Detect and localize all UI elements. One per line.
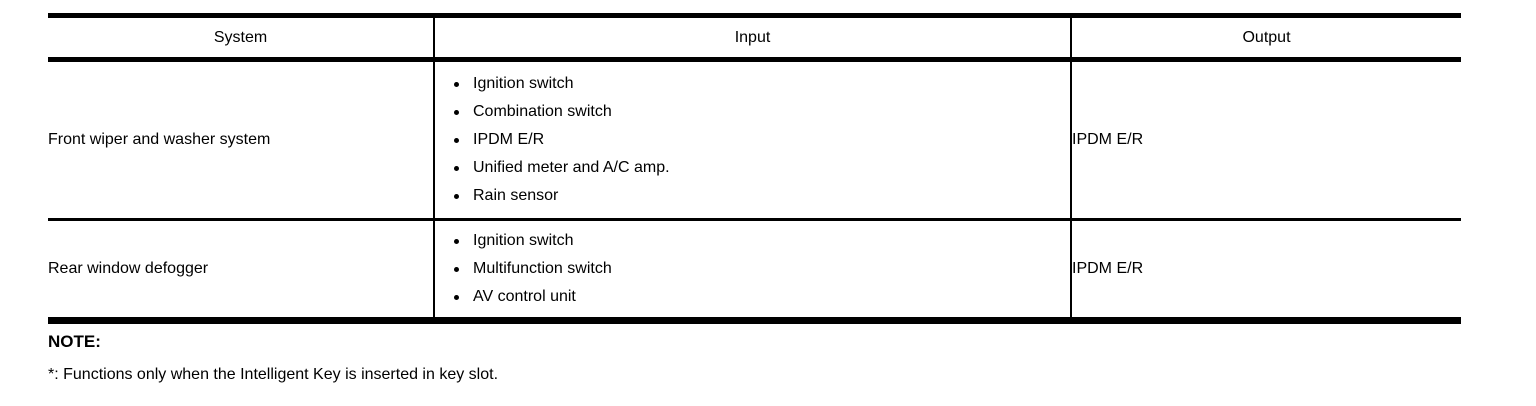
input-list: Ignition switch Combination switch IPDM … xyxy=(435,70,1070,210)
input-item: Rain sensor xyxy=(435,182,1070,210)
column-header-output: Output xyxy=(1070,13,1461,62)
system-cell: Rear window defogger xyxy=(48,219,434,324)
system-input-output-table: System Input Output Front wiper and wash… xyxy=(48,13,1461,324)
input-item: Ignition switch xyxy=(435,70,1070,98)
input-cell: Ignition switch Combination switch IPDM … xyxy=(433,59,1071,221)
note-footnote-text: *: Functions only when the Intelligent K… xyxy=(48,366,499,383)
output-cell: IPDM E/R xyxy=(1070,59,1461,221)
table-row-rear-window-defogger: Rear window defogger Ignition switch Mul… xyxy=(48,219,1461,324)
input-cell: Ignition switch Multifunction switch AV … xyxy=(433,219,1071,324)
input-item: Multifunction switch xyxy=(435,255,1070,283)
system-cell: Front wiper and washer system xyxy=(48,59,434,221)
column-header-system: System xyxy=(48,13,434,62)
input-item: AV control unit xyxy=(435,283,1070,311)
input-item: Ignition switch xyxy=(435,227,1070,255)
note-section: NOTE: *: Functions only when the Intelli… xyxy=(48,332,1461,385)
input-item: Combination switch xyxy=(435,98,1070,126)
manual-page-section: System Input Output Front wiper and wash… xyxy=(48,13,1461,385)
input-list: Ignition switch Multifunction switch AV … xyxy=(435,227,1070,311)
input-item: IPDM E/R xyxy=(435,126,1070,154)
note-label: NOTE: xyxy=(48,332,101,351)
output-cell: IPDM E/R xyxy=(1070,219,1461,324)
column-header-input: Input xyxy=(433,13,1071,62)
input-item: Unified meter and A/C amp. xyxy=(435,154,1070,182)
table-header-row: System Input Output xyxy=(48,13,1461,62)
table-row-front-wiper-washer: Front wiper and washer system Ignition s… xyxy=(48,59,1461,221)
